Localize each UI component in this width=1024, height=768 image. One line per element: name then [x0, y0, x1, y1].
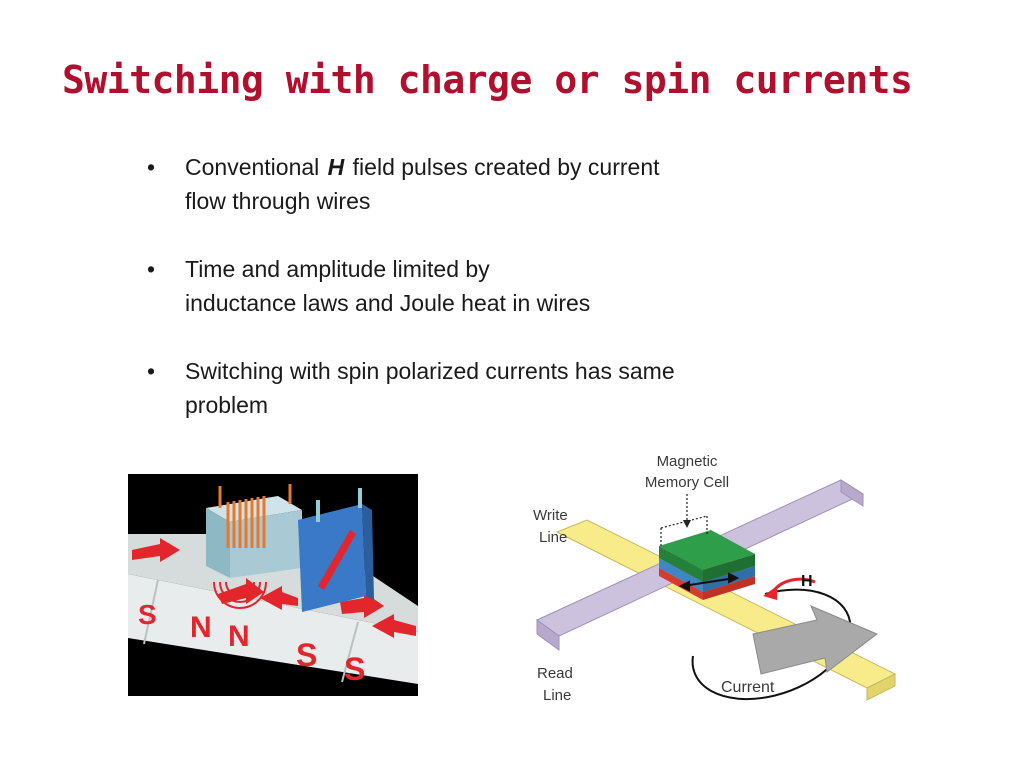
- field-arrowhead: [763, 586, 777, 600]
- write-head-front: [206, 508, 230, 578]
- bullet-marker: •: [147, 154, 156, 180]
- magnetization-arrow: [372, 614, 416, 638]
- label-write-line: Line: [539, 529, 567, 546]
- bullet-text: field pulses created by current: [352, 154, 660, 180]
- label-magnetic-memory-cell: Memory Cell: [645, 474, 729, 491]
- magnetization-arrow: [678, 572, 740, 592]
- bullet-text: Conventional: [185, 154, 320, 180]
- recording-head-illustration: S N N S S: [128, 474, 418, 696]
- write-line-end: [840, 479, 864, 507]
- bullet-text: Switching with spin polarized currents h…: [185, 358, 675, 384]
- mram-cell-diagram: Magnetic Memory Cell Write Line H Read L…: [533, 453, 897, 704]
- bullet-text: Time and amplitude limited by: [185, 256, 490, 282]
- cell-green-side: [703, 554, 755, 582]
- pole-label: N: [228, 620, 250, 653]
- track-front-face: [128, 574, 418, 684]
- bullet-item-spin-currents: • Switching with spin polarized currents…: [145, 354, 835, 422]
- current-arrow: [752, 605, 878, 675]
- bullet-text: problem: [185, 392, 269, 418]
- bullet-item-time-amplitude: • Time and amplitude limited by inductan…: [145, 252, 835, 320]
- cell-layer-red: [659, 568, 703, 600]
- coil-windings: [218, 484, 292, 548]
- write-line-edge: [536, 619, 560, 651]
- label-field-h: H: [801, 573, 813, 590]
- bullet-list: • Conventional H field pulses created by…: [145, 150, 835, 456]
- cell-green-front: [659, 546, 703, 582]
- cell-top-green: [659, 530, 755, 570]
- pole-label: S: [344, 651, 365, 687]
- callout-arrow-tip: [683, 520, 691, 528]
- bullet-item-conventional-field: • Conventional H field pulses created by…: [145, 150, 835, 218]
- read-line-edge: [866, 673, 896, 701]
- bullet-text: inductance laws and Joule heat in wires: [185, 290, 591, 316]
- label-current: Current: [721, 679, 775, 696]
- bullet-text: flow through wires: [185, 188, 371, 214]
- track-segment-divider: [341, 621, 359, 683]
- write-head-top: [206, 496, 302, 522]
- sensor-arrow: [318, 530, 356, 590]
- pole-label: S: [296, 637, 317, 673]
- magnetization-arrow: [132, 538, 180, 562]
- cell-layer-blue: [659, 558, 703, 592]
- label-write-line: Write: [533, 507, 568, 524]
- read-sensor-plate: [298, 504, 366, 612]
- pole-label: N: [190, 611, 212, 644]
- label-magnetic-memory-cell: Magnetic: [657, 453, 718, 470]
- magnetization-arrow: [260, 586, 298, 610]
- callout-dotted-lines: [660, 494, 708, 546]
- bullet-marker: •: [147, 358, 156, 384]
- read-sensor-edge: [362, 504, 374, 600]
- label-read-line: Read: [537, 665, 573, 682]
- field-symbol: H: [327, 154, 345, 180]
- write-head-side: [230, 510, 302, 578]
- pole-label: S: [138, 599, 157, 630]
- label-read-line: Line: [543, 687, 571, 704]
- cell-layer-red-side: [703, 576, 755, 600]
- slide-title: Switching with charge or spin currents: [62, 58, 913, 102]
- field-loops: [213, 581, 267, 609]
- bullet-marker: •: [147, 256, 156, 282]
- track-segment-divider: [143, 579, 159, 645]
